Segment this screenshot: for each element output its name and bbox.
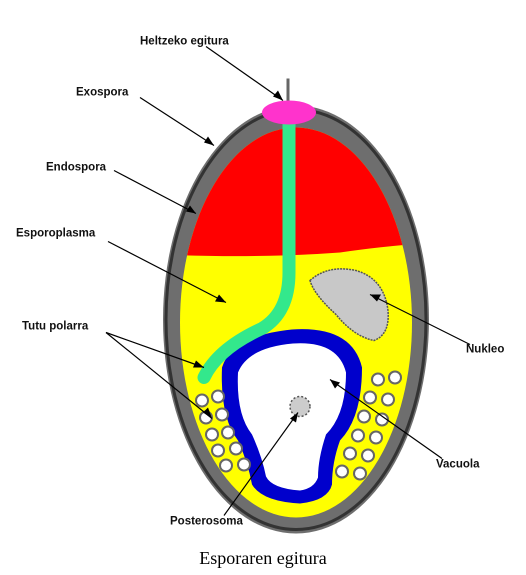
label-exospora: Exospora bbox=[76, 87, 129, 99]
label-esporoplasma: Esporoplasma bbox=[16, 228, 96, 240]
label-endospora: Endospora bbox=[46, 162, 107, 174]
anchoring-disc bbox=[262, 101, 316, 125]
figure-caption: Esporaren egitura bbox=[0, 548, 526, 569]
label-posterosoma: Posterosoma bbox=[170, 516, 243, 528]
posterosoma-body bbox=[290, 397, 310, 417]
label-tutu-polarra: Tutu polarra bbox=[22, 321, 89, 333]
label-heltzeko-egitura: Heltzeko egitura bbox=[140, 36, 229, 48]
label-vacuola: Vacuola bbox=[436, 459, 480, 471]
label-nukleo: Nukleo bbox=[466, 344, 504, 356]
